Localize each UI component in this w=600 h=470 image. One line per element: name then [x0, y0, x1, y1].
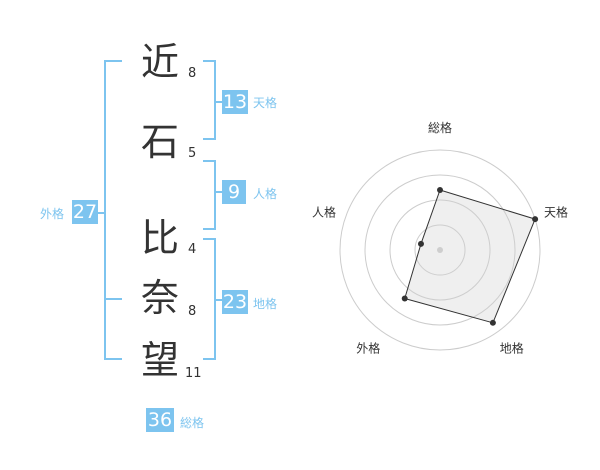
radar-axis-label: 天格	[544, 204, 568, 219]
tenkaku-bracket	[203, 60, 216, 140]
soukaku-number: 36	[146, 408, 174, 432]
name-char-3: 比	[140, 216, 179, 260]
jinkaku-label: 人格	[253, 187, 278, 201]
tenkaku-connector	[214, 101, 222, 103]
jinkaku-bracket	[203, 160, 216, 230]
radar-center-dot	[437, 247, 443, 253]
gaikaku-bracket	[104, 60, 122, 360]
stroke-count-1: 8	[188, 66, 197, 81]
stroke-count-2: 5	[188, 146, 197, 161]
radar-point	[417, 240, 424, 247]
radar-value-polygon	[404, 189, 536, 324]
gaikaku-connector	[98, 212, 106, 214]
chikaku-connector	[214, 299, 222, 301]
radar-grid-ring	[339, 149, 541, 351]
soukaku-label: 総格	[180, 416, 205, 430]
chikaku-label: 地格	[253, 297, 278, 311]
jinkaku-number: 9	[222, 180, 246, 204]
stroke-count-5: 11	[185, 366, 202, 381]
radar-axis-label: 人格	[312, 204, 336, 219]
radar-grid-ring	[389, 199, 491, 301]
radar-point	[401, 295, 408, 302]
radar-axis-label: 総格	[428, 120, 452, 135]
gaikaku-number: 27	[72, 200, 98, 224]
tenkaku-label: 天格	[253, 96, 278, 110]
radar-grid-ring	[414, 224, 466, 276]
jinkaku-connector	[214, 191, 222, 193]
gaikaku-inner-tick	[104, 298, 122, 300]
name-char-4: 奈	[140, 276, 179, 320]
gaikaku-label: 外格	[40, 207, 65, 221]
radar-grid-ring	[364, 174, 516, 326]
name-char-2: 石	[140, 120, 179, 164]
radar-axis-label: 地格	[500, 341, 524, 356]
radar-point	[532, 216, 539, 223]
radar-point	[437, 187, 443, 193]
stroke-count-3: 4	[188, 242, 197, 257]
radar-axis-label: 外格	[356, 341, 380, 356]
name-char-5: 望	[140, 338, 179, 382]
tenkaku-number: 13	[222, 90, 248, 114]
name-char-1: 近	[140, 40, 179, 84]
stroke-count-4: 8	[188, 304, 197, 319]
chikaku-number: 23	[222, 290, 248, 314]
radar-point	[489, 319, 496, 326]
